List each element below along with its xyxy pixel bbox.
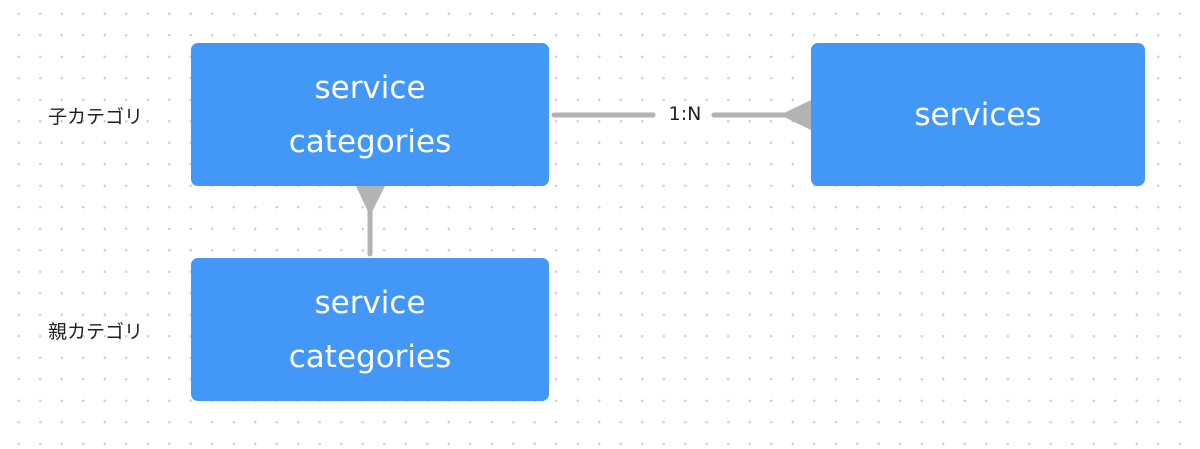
entity-label: service categories — [288, 69, 452, 160]
entity-label: service categories — [288, 284, 452, 375]
entity-service-categories-parent[interactable]: service categories — [191, 258, 549, 401]
crowfoot-arrow-services — [780, 100, 811, 130]
entity-service-categories-child[interactable]: service categories — [191, 43, 549, 186]
crowfoot-arrow-child — [356, 186, 385, 216]
relationship-label: 1:N — [662, 103, 708, 125]
child-category-label: 子カテゴリ — [48, 106, 144, 128]
entity-services[interactable]: services — [811, 43, 1145, 186]
parent-category-label: 親カテゴリ — [48, 321, 144, 343]
entity-label: services — [914, 96, 1042, 133]
